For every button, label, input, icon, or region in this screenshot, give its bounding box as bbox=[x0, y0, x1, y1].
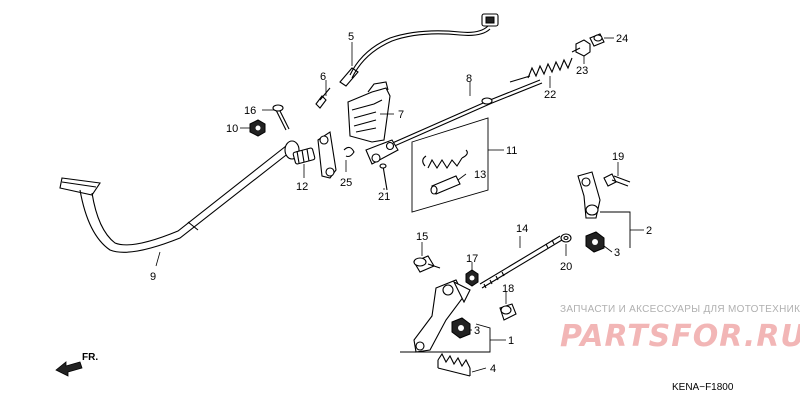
nut-10-part bbox=[249, 119, 266, 137]
collar-12-part bbox=[292, 147, 316, 165]
label-1: 1 bbox=[508, 335, 514, 347]
diagram-code: KENA−F1800 bbox=[672, 382, 734, 393]
pin-21-part bbox=[379, 163, 388, 191]
label-21: 21 bbox=[378, 191, 390, 203]
joint-arm-part bbox=[365, 139, 399, 165]
bolt-15-part bbox=[413, 255, 441, 273]
label-2: 2 bbox=[646, 225, 652, 237]
label-13: 13 bbox=[474, 169, 486, 181]
joint-3-lower-part bbox=[451, 317, 471, 339]
lower-arm-part bbox=[413, 279, 471, 353]
label-4: 4 bbox=[490, 363, 496, 375]
clip-25-part bbox=[343, 146, 355, 158]
label-17: 17 bbox=[466, 253, 478, 265]
bolt-19-part bbox=[603, 173, 631, 187]
watermark-logo: PARTSFOR.RU bbox=[560, 319, 800, 354]
joint-18-part bbox=[499, 303, 517, 321]
label-24: 24 bbox=[616, 33, 628, 45]
label-7: 7 bbox=[398, 109, 404, 121]
label-8: 8 bbox=[466, 73, 472, 85]
cover-7-part bbox=[347, 81, 391, 143]
spring-6-part bbox=[315, 87, 331, 109]
label-6: 6 bbox=[320, 71, 326, 83]
label-14: 14 bbox=[516, 223, 528, 235]
label-10: 10 bbox=[226, 123, 238, 135]
label-15: 15 bbox=[416, 231, 428, 243]
label-22: 22 bbox=[544, 89, 556, 101]
nut-17-part bbox=[465, 269, 479, 287]
label-11: 11 bbox=[506, 145, 517, 157]
label-25: 25 bbox=[340, 177, 352, 189]
washer-20-part bbox=[560, 233, 572, 243]
watermark: ЗАПЧАСТИ И АКСЕССУАРЫ ДЛЯ МОТОТЕХНИКИ PA… bbox=[560, 304, 800, 354]
leader-lines bbox=[155, 37, 644, 373]
label-20: 20 bbox=[560, 261, 572, 273]
group-box-11 bbox=[411, 117, 489, 213]
front-direction-label: FR. bbox=[82, 352, 98, 363]
front-arrow-icon: FR. bbox=[55, 352, 98, 377]
rod-14-part bbox=[479, 235, 563, 289]
label-16: 16 bbox=[244, 105, 256, 117]
bolt-16-part bbox=[272, 104, 290, 131]
label-18: 18 bbox=[502, 283, 514, 295]
group-box-2 bbox=[577, 171, 631, 253]
rod-8-part bbox=[371, 79, 543, 156]
label-19: 19 bbox=[612, 151, 624, 163]
brake-pedal-part bbox=[59, 140, 300, 253]
pivot-arm-part bbox=[317, 131, 337, 179]
label-23: 23 bbox=[576, 65, 588, 77]
nut-23-part bbox=[571, 39, 591, 57]
cap-24-part bbox=[589, 33, 605, 47]
label-3-lower: 3 bbox=[474, 325, 480, 337]
switch-cable-5-part bbox=[339, 13, 499, 87]
watermark-tagline: ЗАПЧАСТИ И АКСЕССУАРЫ ДЛЯ МОТОТЕХНИКИ bbox=[560, 304, 800, 315]
spring-4-part bbox=[437, 352, 471, 377]
label-9: 9 bbox=[150, 271, 156, 283]
label-3-upper: 3 bbox=[614, 247, 620, 259]
label-5: 5 bbox=[348, 31, 354, 43]
part-labels: 5 6 7 8 9 10 11 12 13 14 15 16 17 18 19 … bbox=[150, 31, 652, 375]
label-12: 12 bbox=[296, 181, 308, 193]
spring-22-part bbox=[509, 57, 573, 83]
